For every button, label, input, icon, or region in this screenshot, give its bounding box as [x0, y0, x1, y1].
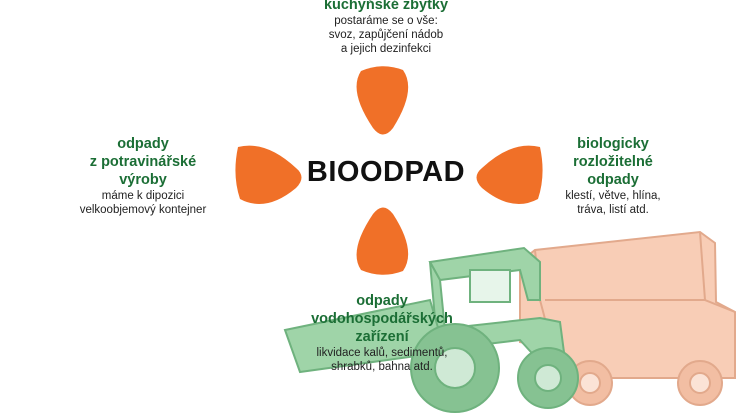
block-right-title-1: biologicky	[577, 136, 649, 152]
block-bottom-title-3: zařízení	[355, 329, 409, 345]
petal-bottom	[356, 207, 409, 275]
block-top-desc-3: a jejich dezinfekci	[340, 43, 432, 55]
petal-top	[356, 66, 409, 135]
block-right-title-2: rozložitelné	[573, 154, 653, 170]
block-left-title-1: odpady	[117, 136, 169, 152]
block-bottom-title-1: odpady	[356, 293, 408, 309]
block-right-desc-2: tráva, listí atd.	[577, 204, 649, 216]
block-bottom: odpady vodohospodářských zařízení likvid…	[282, 292, 482, 374]
block-top-desc-1: postaráme se o vše:	[334, 15, 438, 27]
block-top-title: kuchyňské zbytky	[323, 0, 449, 13]
petal-right	[476, 145, 543, 205]
trailer-icon	[519, 230, 736, 406]
petal-left	[235, 145, 302, 205]
block-left-title-3: výroby	[119, 172, 167, 188]
block-left: odpady z potravinářské výroby máme k dip…	[48, 135, 238, 217]
center-title: BIOODPAD	[306, 156, 466, 188]
block-right: biologicky rozložitelné odpady klestí, v…	[538, 135, 688, 217]
block-left-desc-1: máme k dipozici	[101, 190, 185, 202]
tractor-icon	[283, 246, 579, 413]
block-right-desc-1: klestí, větve, hlína,	[565, 190, 661, 202]
block-bottom-desc-2: shrabků, bahna atd.	[331, 361, 433, 373]
block-right-title-3: odpady	[587, 172, 639, 188]
block-bottom-title-2: vodohospodářských	[311, 311, 453, 327]
block-top: kuchyňské zbytky postaráme se o vše: svo…	[280, 0, 492, 56]
block-left-desc-2: velkoobjemový kontejner	[79, 204, 207, 216]
block-top-desc-2: svoz, zapůjčení nádob	[328, 29, 444, 41]
block-bottom-desc-1: likvidace kalů, sedimentů,	[316, 347, 448, 359]
block-left-title-2: z potravinářské	[89, 154, 197, 170]
